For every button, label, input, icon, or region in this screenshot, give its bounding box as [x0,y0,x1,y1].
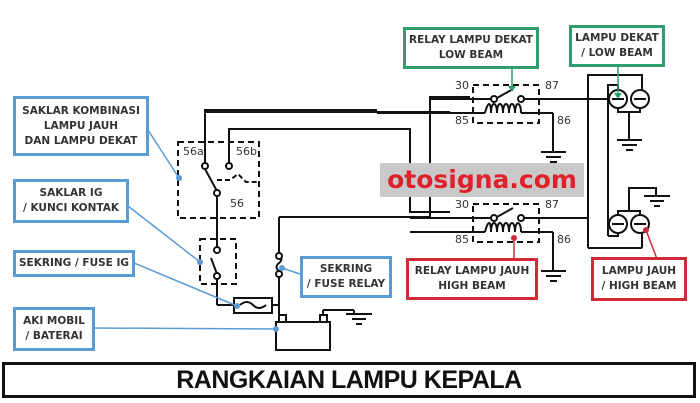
label-line: / KUNCI KONTAK [22,202,119,214]
relay-low-beam [472,84,540,124]
battery [275,321,331,351]
relay-high-pin-87: 87 [545,198,559,211]
wire-56b [228,128,450,213]
relay-low-pin-85: 85 [455,114,469,127]
label-fuse-ig: SEKRING / FUSE IG [13,250,135,277]
label-line: / FUSE RELAY [306,278,386,290]
label-low-beam-lamp: LAMPU DEKAT / LOW BEAM [569,25,665,67]
label-line: / BATERAI [25,330,83,342]
label-line: DAN LAMPU DEKAT [24,134,138,147]
label-line: SAKLAR KOMBINASI [22,104,140,117]
terminal-56: 56 [230,197,244,210]
relay-high-beam [472,203,540,243]
label-relay-high-beam: RELAY LAMPU JAUH HIGH BEAM [406,258,538,300]
label-line: LAMPU JAUH [43,119,119,132]
diagram-title: RANGKAIAN LAMPU KEPALA [2,362,696,398]
label-line: HIGH BEAM [438,280,506,292]
terminal-56b: 56b [236,145,257,158]
label-combination-switch: SAKLAR KOMBINASI LAMPU JAUH DAN LAMPU DE… [13,96,149,156]
wire-56a [204,109,377,166]
label-line: RELAY LAMPU JAUH [414,265,530,277]
label-line: LOW BEAM [438,49,504,61]
label-line: SEKRING / FUSE IG [18,257,130,269]
label-line: LAMPU JAUH [601,265,677,277]
label-line: RELAY LAMPU DEKAT [409,34,533,46]
label-relay-low-beam: RELAY LAMPU DEKAT LOW BEAM [403,27,539,69]
label-battery: AKI MOBIL / BATERAI [13,307,95,351]
label-line: AKI MOBIL [23,315,85,327]
label-line: / LOW BEAM [581,47,653,59]
relay-high-pin-30: 30 [455,198,469,211]
watermark: otosigna.com [380,163,584,197]
relay-high-pin-86: 86 [557,233,571,246]
label-line: LAMPU DEKAT [575,32,659,44]
relay-low-pin-30: 30 [455,79,469,92]
terminal-56a: 56a [183,145,204,158]
label-high-beam-lamp: LAMPU JAUH / HIGH BEAM [591,257,687,301]
relay-low-pin-86: 86 [557,114,571,127]
label-fuse-relay: SEKRING / FUSE RELAY [300,256,392,298]
relay-low-pin-87: 87 [545,79,559,92]
label-line: SAKLAR IG [39,187,103,199]
label-line: SEKRING [319,263,373,275]
label-line: / HIGH BEAM [601,280,677,292]
label-ignition-switch: SAKLAR IG / KUNCI KONTAK [13,179,129,223]
relay-high-pin-85: 85 [455,233,469,246]
